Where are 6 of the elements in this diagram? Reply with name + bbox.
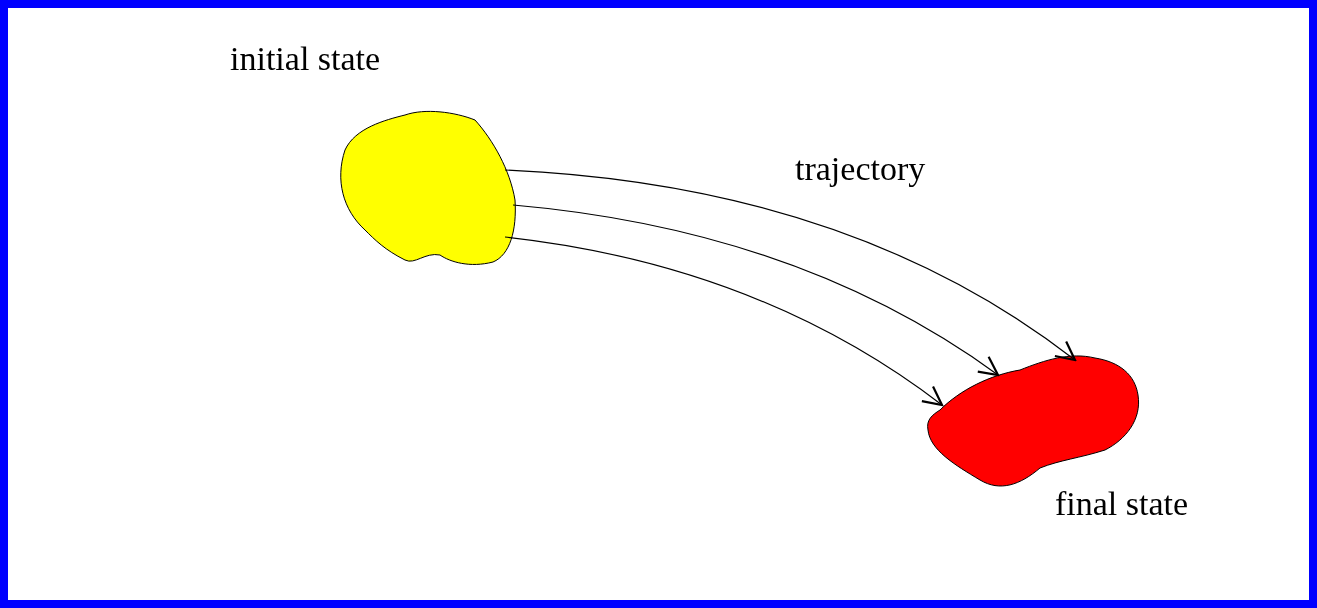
state-label: initial state [230,40,381,78]
trajectory-arrow [512,204,1000,377]
trajectory-arrow [504,169,1077,362]
trajectory-label: trajectory [795,150,926,188]
trajectory-arrow [504,236,944,407]
state-label: final state [1055,485,1189,523]
